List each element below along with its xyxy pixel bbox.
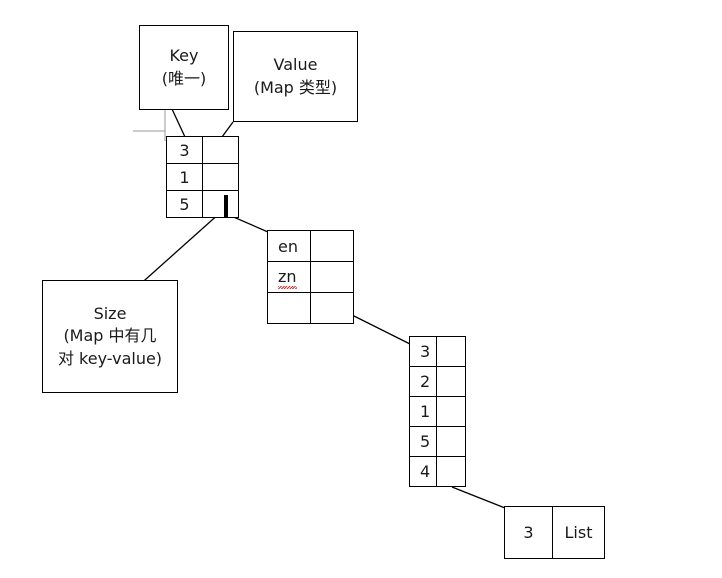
cell-key: 3 <box>505 507 553 559</box>
cell-value <box>437 367 466 397</box>
cell-value <box>437 427 466 457</box>
cell-key: 4 <box>410 457 437 487</box>
table-row: zn <box>268 262 354 293</box>
emphasis-bar-outer-map-value <box>224 195 228 217</box>
table-nested-map: 3 2 1 5 4 <box>409 336 466 487</box>
table-leaf-entry: 3 List <box>504 506 605 559</box>
cell-key: 3 <box>167 137 203 164</box>
cell-key: 5 <box>410 427 437 457</box>
cell-key: 2 <box>410 367 437 397</box>
cell-key <box>268 293 311 324</box>
note-value-line1: Value <box>273 55 318 75</box>
table-row: 2 <box>410 367 466 397</box>
cell-value <box>311 231 354 262</box>
cell-value <box>203 137 239 164</box>
leader-size-to-outer-map <box>135 211 222 289</box>
cell-value <box>437 337 466 367</box>
cell-key-text: zn <box>278 267 297 289</box>
note-size-line1: Size <box>93 304 127 324</box>
note-size: Size (Map 中有几 对 key-value) <box>42 280 178 393</box>
table-row: 5 <box>410 427 466 457</box>
note-key-line1: Key <box>169 46 199 66</box>
note-size-line2: (Map 中有几 <box>63 326 157 346</box>
table-row: 5 <box>167 191 239 218</box>
cell-key: 5 <box>167 191 203 218</box>
table-row: 1 <box>410 397 466 427</box>
leader-key-to-outer-map <box>171 108 186 138</box>
note-size-line3: 对 key-value) <box>57 348 163 368</box>
note-key: Key (唯一) <box>139 25 229 110</box>
cell-key: zn <box>268 262 311 293</box>
table-row: 3 <box>167 137 239 164</box>
cell-value <box>203 191 239 218</box>
table-row: 1 <box>167 164 239 191</box>
cell-key: en <box>268 231 311 262</box>
cell-value <box>311 293 354 324</box>
cell-value <box>203 164 239 191</box>
cell-key: 1 <box>167 164 203 191</box>
cell-key: 1 <box>410 397 437 427</box>
table-outer-map: 3 1 5 <box>166 136 239 218</box>
cell-value <box>437 457 466 487</box>
table-row: 4 <box>410 457 466 487</box>
table-row: en <box>268 231 354 262</box>
table-inner-map: en zn <box>267 230 354 324</box>
leader-value-to-outer-map <box>221 121 234 138</box>
cell-key: 3 <box>410 337 437 367</box>
cell-value: List <box>553 507 605 559</box>
cell-value <box>311 262 354 293</box>
note-key-line2: (唯一) <box>161 68 207 88</box>
table-row: 3 List <box>505 507 605 559</box>
table-row <box>268 293 354 324</box>
cell-value <box>437 397 466 427</box>
leader-inner-map-to-nested-map <box>351 314 411 345</box>
leader-nested-map-to-leaf-entry <box>451 486 506 509</box>
note-value-line2: (Map 类型) <box>253 77 338 97</box>
note-value: Value (Map 类型) <box>233 31 358 122</box>
table-row: 3 <box>410 337 466 367</box>
